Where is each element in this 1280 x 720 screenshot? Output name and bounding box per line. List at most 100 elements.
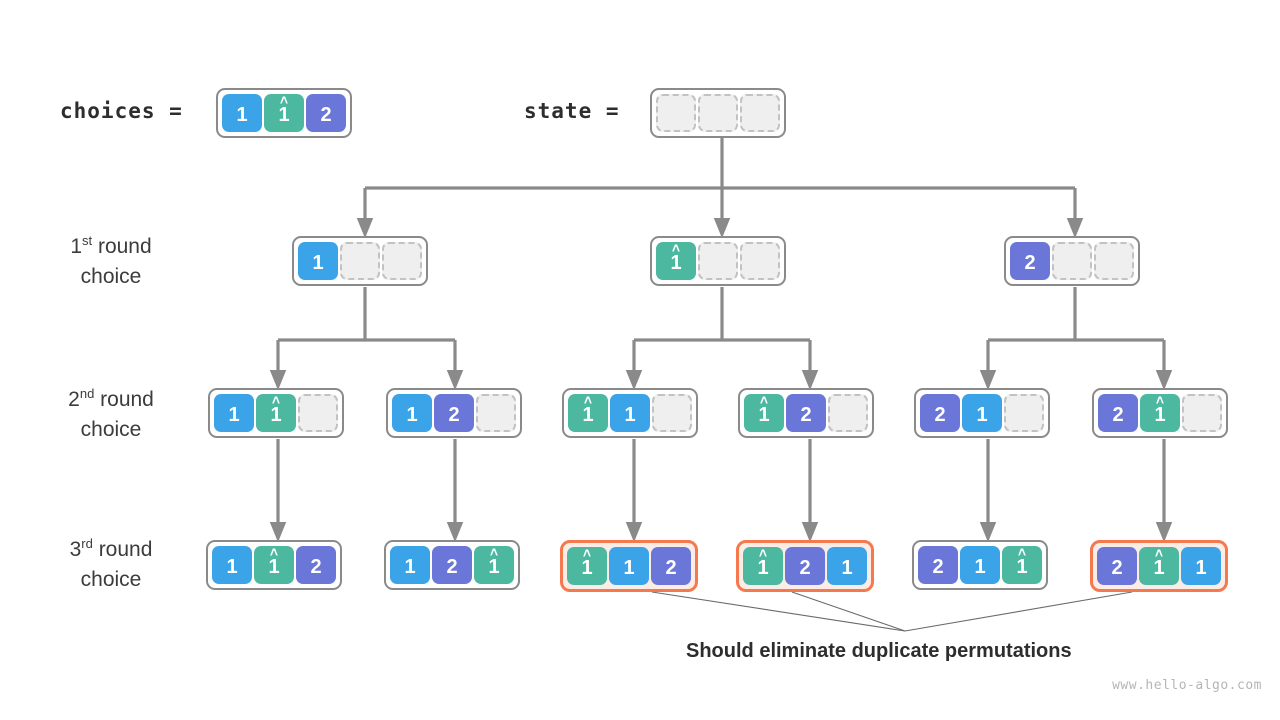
hat-marker-icon: ˄ — [758, 545, 768, 561]
cell-value: 1 — [581, 556, 593, 579]
array-cell-1-hat: ˄1 — [264, 92, 304, 132]
array-cell-2: 2 — [785, 547, 825, 585]
array-cell-1: 1 — [827, 547, 867, 585]
array-cell-2: 2 — [920, 394, 960, 432]
array-cell-empty — [652, 394, 692, 432]
array-cell-empty — [698, 94, 738, 132]
cell-value: 1 — [976, 403, 988, 426]
cell-value: 1 — [406, 403, 418, 426]
cell-value: 2 — [665, 556, 677, 579]
hat-marker-icon: ˄ — [1017, 544, 1027, 560]
cell-value: 1 — [624, 403, 636, 426]
round-label-rest: round — [92, 538, 153, 561]
tree-node-r1-n2: ˄1 — [650, 236, 786, 286]
array-cell-1: 1 — [1181, 547, 1221, 585]
cell-value: 2 — [932, 555, 944, 578]
array-cell-1: 1 — [214, 394, 254, 432]
cell-value: 1 — [841, 556, 853, 579]
array-cell-2: 2 — [786, 394, 826, 432]
array-cell-2: 2 — [1010, 242, 1050, 280]
cell-value: 2 — [446, 555, 458, 578]
array-cell-1-hat: ˄1 — [1140, 393, 1180, 432]
caption-leader-lines — [651, 591, 1133, 632]
round-label-line2: choice — [80, 418, 142, 441]
hat-marker-icon: ˄ — [582, 545, 592, 561]
cell-value: 1 — [1154, 403, 1166, 426]
array-cell-empty — [740, 242, 780, 280]
cell-value: 1 — [404, 555, 416, 578]
cell-value: 2 — [800, 403, 812, 426]
cell-value: 1 — [582, 403, 594, 426]
array-cell-2: 2 — [296, 546, 336, 584]
array-cell-empty — [740, 94, 780, 132]
round-ordinal-suffix: nd — [79, 386, 95, 401]
cell-value: 2 — [934, 403, 946, 426]
array-cell-2: 2 — [1097, 547, 1137, 585]
cell-value: 1 — [488, 555, 500, 578]
cell-value: 2 — [320, 103, 332, 126]
array-cell-1-hat: ˄1 — [1002, 544, 1042, 584]
cell-value: 1 — [1016, 555, 1028, 578]
state-array — [650, 88, 786, 138]
hat-marker-icon: ˄ — [279, 92, 289, 108]
cell-value: 1 — [757, 556, 769, 579]
cell-value: 1 — [278, 103, 290, 126]
array-cell-2: 2 — [432, 546, 472, 584]
array-cell-1: 1 — [960, 546, 1000, 584]
edges-root-to-level1 — [356, 132, 1084, 239]
round-label-line2: choice — [80, 265, 142, 288]
cell-value: 1 — [226, 555, 238, 578]
round-ordinal-suffix: st — [82, 233, 93, 248]
cell-value: 1 — [1195, 556, 1207, 579]
round-ordinal-suffix: rd — [81, 536, 93, 551]
round-label-line2: choice — [80, 568, 142, 591]
array-cell-1: 1 — [610, 394, 650, 432]
array-cell-empty — [476, 394, 516, 432]
tree-node-r1-n3: 2 — [1004, 236, 1140, 286]
array-cell-empty — [828, 394, 868, 432]
hat-marker-icon: ˄ — [1154, 545, 1164, 561]
array-cell-1-hat: ˄1 — [474, 544, 514, 584]
array-cell-1: 1 — [609, 547, 649, 585]
cell-value: 1 — [236, 103, 248, 126]
watermark: www.hello-algo.com — [1112, 678, 1262, 693]
cell-value: 1 — [312, 251, 324, 274]
array-cell-2: 2 — [1098, 394, 1138, 432]
array-cell-1-hat: ˄1 — [743, 545, 783, 585]
cell-value: 1 — [623, 556, 635, 579]
array-cell-1: 1 — [212, 546, 252, 584]
round-label-rest: round — [92, 235, 152, 258]
array-cell-1: 1 — [222, 94, 262, 132]
array-cell-1: 1 — [962, 394, 1002, 432]
array-cell-1: 1 — [390, 546, 430, 584]
array-cell-1: 1 — [298, 242, 338, 280]
array-cell-empty — [298, 394, 338, 432]
array-cell-empty — [698, 242, 738, 280]
cell-value: 2 — [1111, 556, 1123, 579]
array-cell-empty — [382, 242, 422, 280]
array-cell-empty — [656, 94, 696, 132]
tree-node-r2-n1: 1˄1 — [208, 388, 344, 438]
array-cell-empty — [1094, 242, 1134, 280]
hat-marker-icon: ˄ — [489, 544, 499, 560]
hat-marker-icon: ˄ — [671, 240, 681, 256]
array-cell-1-hat: ˄1 — [567, 545, 607, 585]
array-cell-1-hat: ˄1 — [256, 393, 296, 432]
array-cell-empty — [1052, 242, 1092, 280]
tree-node-r2-n6: 2˄1 — [1092, 388, 1228, 438]
array-cell-2: 2 — [306, 94, 346, 132]
round-number: 2 — [68, 388, 80, 411]
array-cell-empty — [1004, 394, 1044, 432]
array-cell-2: 2 — [434, 394, 474, 432]
array-cell-1-hat: ˄1 — [1139, 545, 1179, 585]
hat-marker-icon: ˄ — [759, 392, 769, 408]
